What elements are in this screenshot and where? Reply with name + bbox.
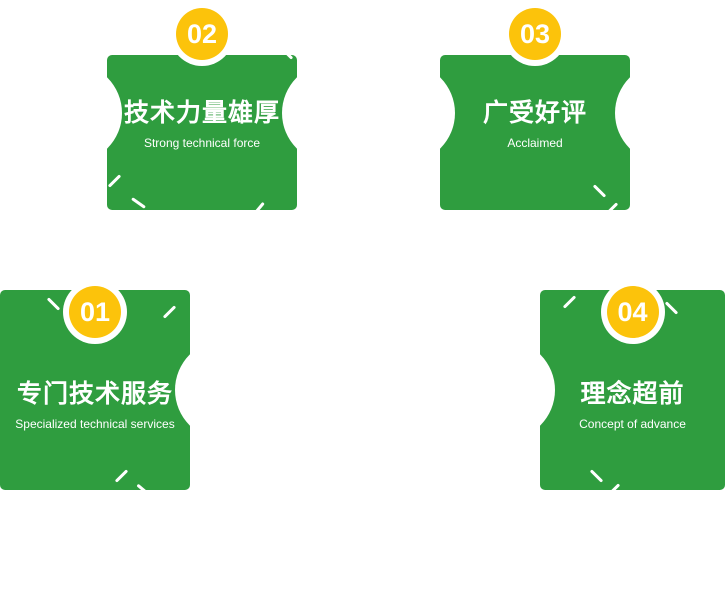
badge-number: 03 [519,18,551,49]
feature-title: 技术力量雄厚 [123,99,280,127]
notch-left [355,63,455,163]
feature-title: 广受好评 [482,99,587,127]
feature-title: 专门技术服务 [16,379,173,408]
feature-content: 广受好评 Acclaimed [440,55,630,210]
badge-02: 02 [176,8,228,60]
feature-subtitle: Specialized technical services [15,416,175,431]
badge-01: 01 [69,286,121,338]
feature-subtitle: Concept of advance [579,416,686,431]
feature-card-02: 02 技术力量雄厚 Strong technical force [22,8,382,217]
feature-card-04: 04 理念超前 Concept of advance [455,286,725,497]
feature-content: 技术力量雄厚 Strong technical force [107,55,297,210]
badge-04: 04 [606,286,659,338]
badge-number: 02 [186,18,218,49]
notch-left [455,340,555,440]
badge-03: 03 [509,8,561,60]
feature-card-03: 03 广受好评 Acclaimed [355,8,715,216]
notch-right [615,63,715,163]
badge-number: 01 [79,296,111,327]
feature-subtitle: Acclaimed [507,136,563,150]
feature-card-01: 01 专门技术服务 Specialized technical services [0,286,275,497]
sparkle-icon [444,40,459,54]
feature-content: 理念超前 Concept of advance [540,290,725,490]
badge-number: 04 [617,296,648,327]
feature-content: 专门技术服务 Specialized technical services [0,290,190,490]
feature-subtitle: Strong technical force [143,136,261,150]
notch-left [22,63,122,163]
notch-right [175,340,275,440]
feature-title: 理念超前 [580,379,685,408]
